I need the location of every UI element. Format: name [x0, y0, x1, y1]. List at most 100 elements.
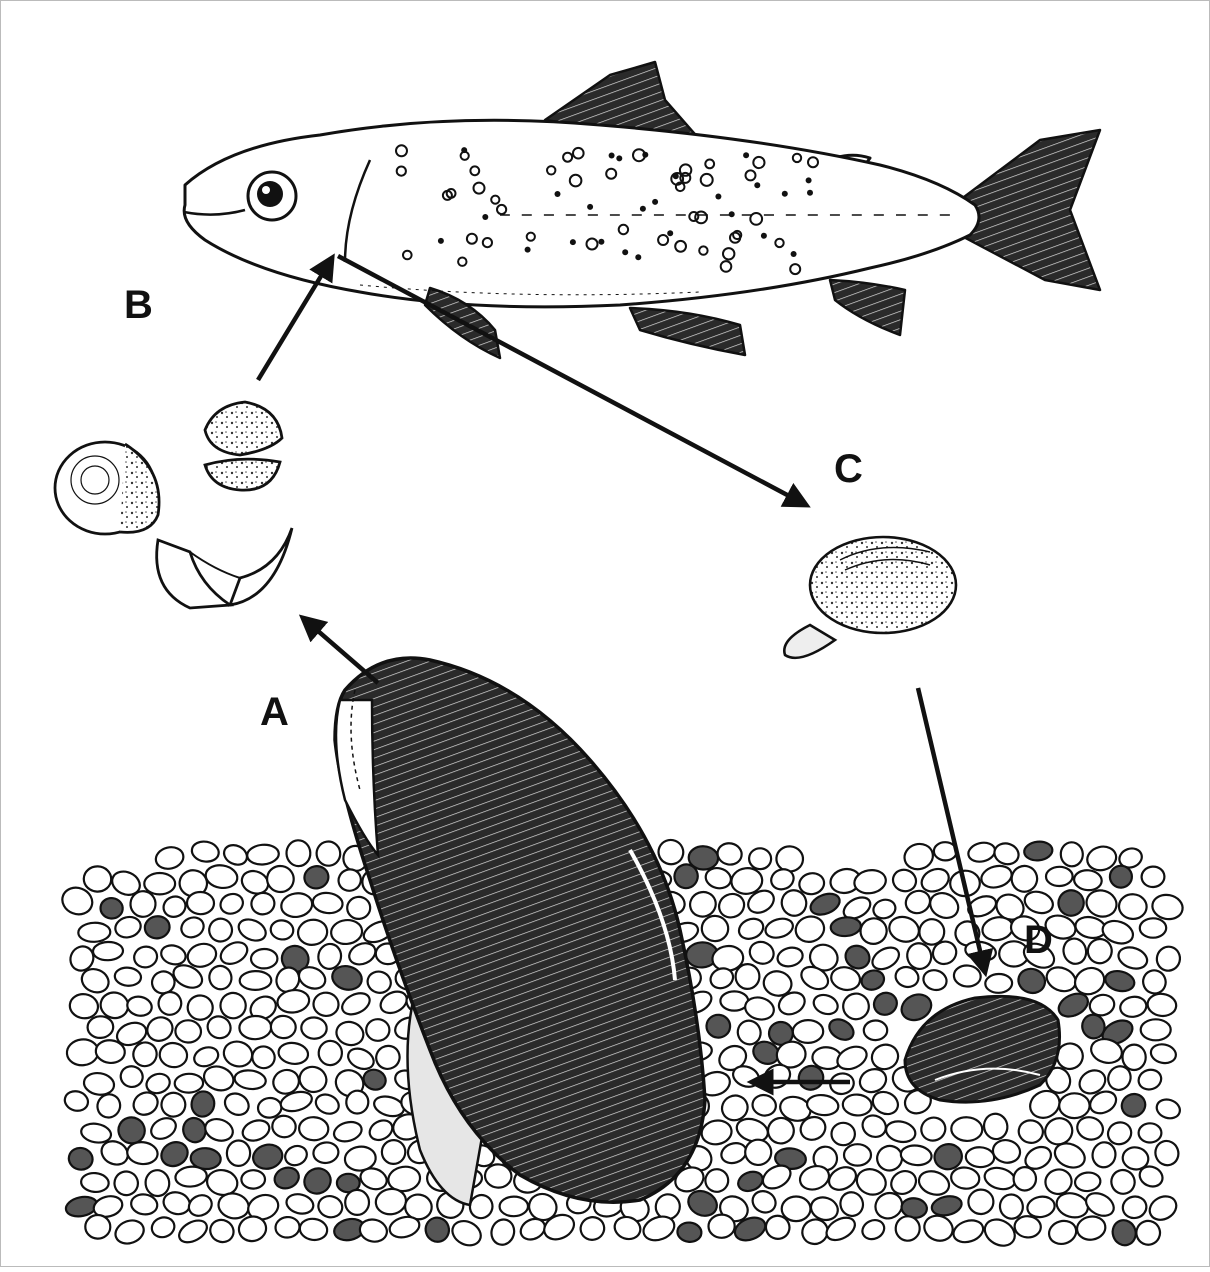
gravel-stone	[744, 1138, 773, 1166]
fish-spot	[570, 239, 576, 245]
gravel-stone	[87, 1016, 114, 1039]
gravel-stone	[251, 949, 278, 969]
gravel-stone	[284, 1191, 315, 1216]
gravel-stone	[918, 1114, 949, 1144]
gravel-stone	[746, 938, 777, 967]
gravel-stone	[339, 989, 373, 1019]
gravel-stone	[159, 943, 188, 968]
gravel-stone	[345, 1090, 369, 1115]
gravel-stone	[763, 916, 795, 941]
gravel-stone	[185, 1191, 215, 1219]
trout-host-fish	[184, 62, 1100, 358]
gravel-stone	[157, 1138, 192, 1171]
gravel-stone	[831, 1123, 855, 1146]
gravel-stone	[299, 1116, 329, 1140]
gravel-stone	[346, 896, 371, 920]
gravel-stone	[1118, 1090, 1149, 1121]
gravel-stone	[966, 840, 996, 864]
gravel-stone	[221, 1089, 252, 1119]
gravel-stone	[1023, 840, 1053, 861]
gravel-stone	[365, 969, 394, 996]
gravel-stone	[132, 944, 159, 969]
gravel-stone	[282, 1143, 310, 1169]
gravel-stone	[249, 1043, 277, 1071]
gravel-stone	[313, 1091, 342, 1117]
gravel-stone	[842, 1094, 872, 1117]
gravel-stone	[265, 864, 296, 894]
gravel-stone	[332, 1119, 364, 1144]
gravel-stone	[1154, 1097, 1182, 1122]
gravel-stone	[111, 1168, 141, 1198]
gravel-stone	[202, 1116, 235, 1144]
gravel-stone	[187, 892, 215, 915]
gravel-stone	[358, 1217, 389, 1244]
gravel-stone	[921, 1212, 956, 1245]
gravel-stone	[175, 1165, 208, 1187]
gravel-stone	[234, 1069, 267, 1091]
gravel-stone	[423, 1215, 452, 1245]
gravel-stone	[246, 843, 279, 865]
gravel-stone	[272, 1164, 302, 1191]
gravel-stone	[1046, 1218, 1079, 1247]
fish-spot	[743, 152, 749, 158]
gravel-stone	[277, 1041, 309, 1066]
gravel-stone	[837, 1189, 866, 1219]
gravel-stone	[316, 1194, 344, 1220]
gravel-stone	[187, 994, 214, 1021]
gravel-stone	[298, 1217, 328, 1242]
gravel-stone	[950, 1166, 981, 1190]
fish-spot	[525, 247, 531, 253]
gravel-stone	[114, 967, 142, 987]
gravel-stone	[1108, 1167, 1138, 1198]
gravel-stone	[158, 1041, 189, 1069]
gravel-stone	[776, 945, 805, 969]
gravel-stone	[992, 840, 1021, 867]
gravel-stone	[1060, 842, 1083, 867]
gravel-stone	[1109, 1217, 1138, 1248]
gravel-stone	[811, 992, 840, 1018]
gravel-stone	[871, 897, 897, 921]
gravel-stone	[749, 1187, 780, 1216]
gravel-stone	[980, 1214, 1019, 1251]
gravel-stone	[1140, 918, 1167, 938]
gravel-stone	[235, 915, 269, 944]
gravel-stone	[1013, 1167, 1036, 1191]
gravel-stone	[257, 1097, 282, 1119]
gravel-stone	[868, 1041, 901, 1073]
gravel-stone	[775, 845, 804, 872]
gravel-stone	[280, 891, 314, 919]
gravel-stone	[448, 1216, 485, 1250]
fish-spot	[791, 251, 797, 257]
fish-spot	[640, 206, 646, 212]
gravel-stone	[844, 1144, 871, 1165]
gravel-stone	[736, 915, 766, 942]
gravel-stone	[1118, 893, 1147, 919]
gravel-stone	[82, 1071, 115, 1097]
gravel-stone	[126, 994, 154, 1018]
fish-spot	[438, 238, 444, 244]
gravel-stone	[859, 968, 887, 993]
gravel-stone	[748, 847, 772, 870]
gravel-stone	[190, 840, 220, 864]
gravel-stone	[1103, 968, 1136, 994]
gravel-stone	[1116, 944, 1150, 972]
glochidium-half-open	[205, 402, 282, 490]
gravel-stone	[112, 1217, 147, 1248]
gravel-stone	[1059, 1093, 1090, 1118]
gravel-stone	[488, 1217, 517, 1248]
juvenile-mussel	[784, 537, 956, 658]
gravel-stone	[884, 1119, 917, 1145]
gravel-stone	[703, 1167, 730, 1194]
gravel-stone	[982, 1111, 1010, 1141]
gravel-stone	[991, 1138, 1022, 1165]
gravel-stone	[226, 1140, 250, 1166]
gravel-stone	[706, 1014, 731, 1039]
gravel-stone	[80, 1172, 109, 1193]
fish-spot	[609, 153, 615, 159]
gravel-stone	[793, 1020, 824, 1043]
gravel-stone	[318, 1040, 343, 1066]
gravel-stone	[78, 922, 111, 942]
gravel-stone	[204, 863, 239, 890]
